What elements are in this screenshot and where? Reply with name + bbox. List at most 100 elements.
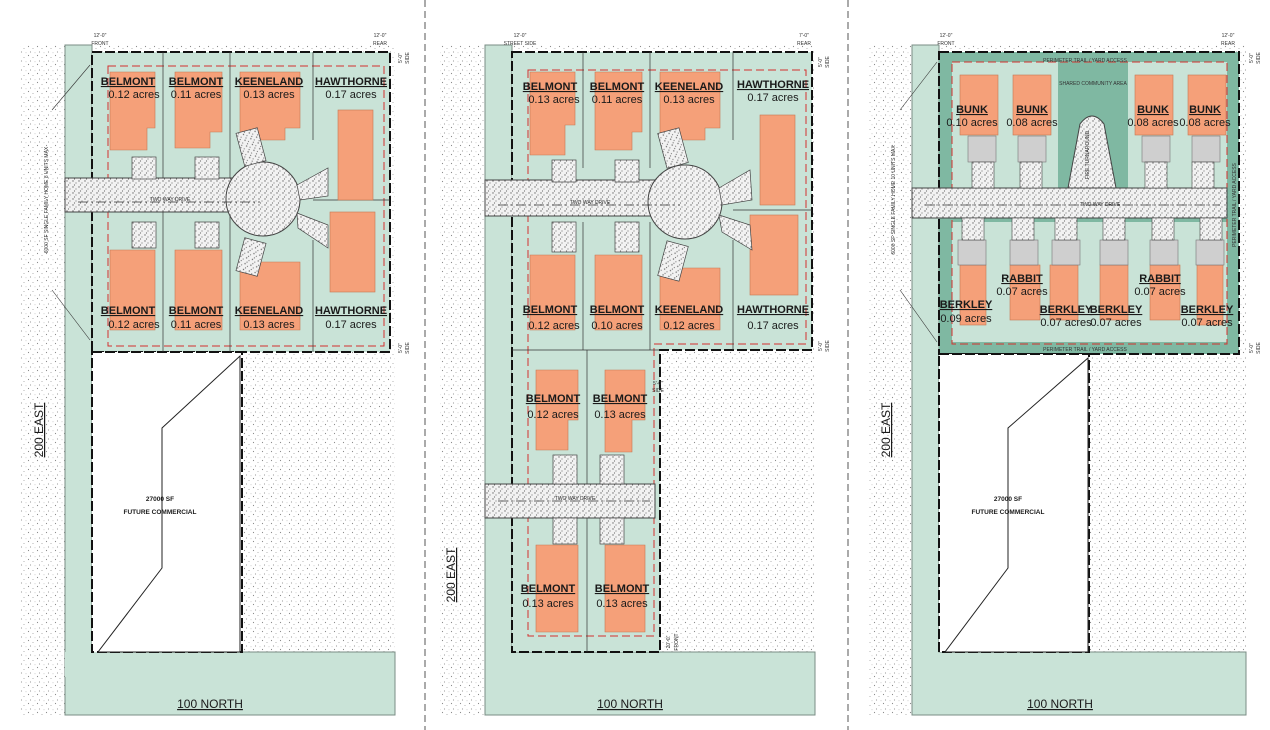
commercial-building-outline <box>944 356 1089 653</box>
trail-label: PERIMETER TRAIL / YARD ACCESS <box>1043 58 1127 64</box>
dimension-callouts: 12'-0" FRONT 12'-0" REAR 5'-0" SIDE 5'-0… <box>937 33 1262 354</box>
panel-option-3: BUNK 0.10 acres BUNK 0.08 acres BUNK 0.0… <box>868 33 1262 716</box>
lot-name: BUNK <box>956 104 988 116</box>
lot-name: BELMONT <box>523 304 578 316</box>
dim-tag: SIDE <box>405 52 411 64</box>
lot-name: BUNK <box>1189 104 1221 116</box>
dim-value: 20'-0" <box>666 635 672 648</box>
lot-area: 0.13 acres <box>594 409 646 421</box>
lot-name: BUNK <box>1137 104 1169 116</box>
lot-area: 0.08 acres <box>1006 117 1058 129</box>
dim-tag: SIDE <box>1256 342 1262 354</box>
dim-tag: SIDE <box>652 388 664 394</box>
lot-name: HAWTHORNE <box>737 79 809 91</box>
lot-name: BELMONT <box>521 583 576 595</box>
lot-area: 0.13 acres <box>528 94 580 106</box>
driveways <box>961 161 1223 241</box>
trail-label-vertical: PERIMETER TRAIL / YARD ACCESS <box>1232 162 1238 246</box>
street-name-side: 200 EAST <box>32 402 46 457</box>
trail-label: PERIMETER TRAIL / YARD ACCESS <box>1043 347 1127 353</box>
fire-turnaround <box>1067 115 1117 189</box>
dim-tag: REAR <box>797 41 811 47</box>
lot-name: HAWTHORNE <box>315 305 387 317</box>
houses <box>529 71 799 633</box>
street-name-bottom: 100 NORTH <box>597 697 663 711</box>
lot-area: 0.13 acres <box>243 89 295 101</box>
lot-area: 0.13 acres <box>596 598 648 610</box>
garages <box>957 135 1225 266</box>
lot-name: BELMONT <box>590 81 645 93</box>
drive-label: TWO WAY DRIVE <box>150 197 191 203</box>
commercial-use: FUTURE COMMERCIAL <box>124 509 197 516</box>
dim-value: 5'-0" <box>398 343 404 353</box>
streetscape-strip <box>65 652 243 677</box>
lot-name: KEENELAND <box>235 305 304 317</box>
lot-labels: BELMONT 0.13 acres BELMONT 0.11 acres KE… <box>521 79 809 610</box>
green-frontage <box>911 44 1247 716</box>
dim-tag: SIDE <box>825 340 831 352</box>
lot-area: 0.11 acres <box>592 94 643 106</box>
dim-value: 12'-0" <box>514 33 527 39</box>
dim-value: 7'-0" <box>799 33 809 39</box>
panel-option-2: BELMONT 0.13 acres BELMONT 0.11 acres KE… <box>440 33 831 716</box>
lot-area: 0.07 acres <box>1090 317 1142 329</box>
lot-name: BERKLEY <box>1040 304 1093 316</box>
lot-area: 0.07 acres <box>1134 286 1186 298</box>
two-way-drive <box>911 187 1228 219</box>
lot-area: 0.08 acres <box>1179 117 1231 129</box>
driveways <box>131 127 329 277</box>
lot-name: BELMONT <box>595 583 650 595</box>
dim-value: 5'-0" <box>398 53 404 63</box>
dim-tag: SIDE <box>1256 52 1262 64</box>
dimension-callouts: 12'-0" FRONT 12'-0" REAR 5'-0" SIDE 5'-0… <box>91 33 411 354</box>
commercial-area: 27000 SF <box>994 496 1022 503</box>
lot-area: 0.10 acres <box>946 117 998 129</box>
green-frontage <box>484 44 816 716</box>
dim-tag: REAR <box>1221 41 1235 47</box>
lot-name: BELMONT <box>590 304 645 316</box>
lot-area: 0.11 acres <box>171 319 222 331</box>
lot-name: HAWTHORNE <box>737 304 809 316</box>
dim-value: 12'-0" <box>940 33 953 39</box>
cul-de-sac <box>647 164 723 240</box>
lot-name: KEENELAND <box>235 76 304 88</box>
panel-option-1: BELMONT 0.12 acres BELMONT 0.11 acres KE… <box>20 33 411 716</box>
lot-area: 0.10 acres <box>591 320 643 332</box>
dim-tag: SIDE <box>405 342 411 354</box>
lot-area: 0.12 acres <box>108 319 160 331</box>
fire-turnaround-label: FIRE TURNAROUND <box>1085 130 1091 179</box>
dim-value: 5'-0" <box>1249 53 1255 63</box>
lot-area: 0.07 acres <box>1040 317 1092 329</box>
lot-name: BELMONT <box>526 393 581 405</box>
lot-area: 0.13 acres <box>243 319 295 331</box>
dimension-callouts: 12'-0" STREET SIDE 7'-0" REAR 5'-0" SIDE… <box>504 33 831 651</box>
zoning-note: 6000 SF SINGLE FAMILY HOME 8 UNITS MAX <box>44 146 50 253</box>
zoning-note: 6000 SF SINGLE FAMILY HOME 10 UNITS MAX <box>891 145 897 255</box>
dim-tag: SIDE <box>825 56 831 68</box>
dim-tag: FRONT <box>91 41 108 47</box>
lot-area: 0.17 acres <box>325 319 377 331</box>
lot-name: BERKLEY <box>1090 304 1143 316</box>
houses <box>959 74 1227 326</box>
lot-name: BELMONT <box>523 81 578 93</box>
two-way-drive <box>64 177 256 213</box>
street-name-side: 200 EAST <box>444 547 458 602</box>
dim-value: 12'-0" <box>1222 33 1235 39</box>
dim-tag: FRONT <box>674 633 680 650</box>
lot-area: 0.09 acres <box>940 313 992 325</box>
lot-area: 0.12 acres <box>108 89 160 101</box>
lot-lines <box>512 52 812 652</box>
lot-name: BELMONT <box>169 305 224 317</box>
houses <box>109 71 376 331</box>
dim-value: 5'-0" <box>818 57 824 67</box>
lot-area: 0.17 acres <box>325 89 377 101</box>
lot-area: 0.07 acres <box>996 286 1048 298</box>
lots-south-band <box>952 222 1227 342</box>
lot-name: BELMONT <box>169 76 224 88</box>
lot-area: 0.12 acres <box>527 409 579 421</box>
lot-area: 0.12 acres <box>663 320 715 332</box>
drive-label: TWO WAY DRIVE <box>1080 202 1121 208</box>
lot-name: BERKLEY <box>1181 304 1234 316</box>
street-name-side: 200 EAST <box>879 402 893 457</box>
